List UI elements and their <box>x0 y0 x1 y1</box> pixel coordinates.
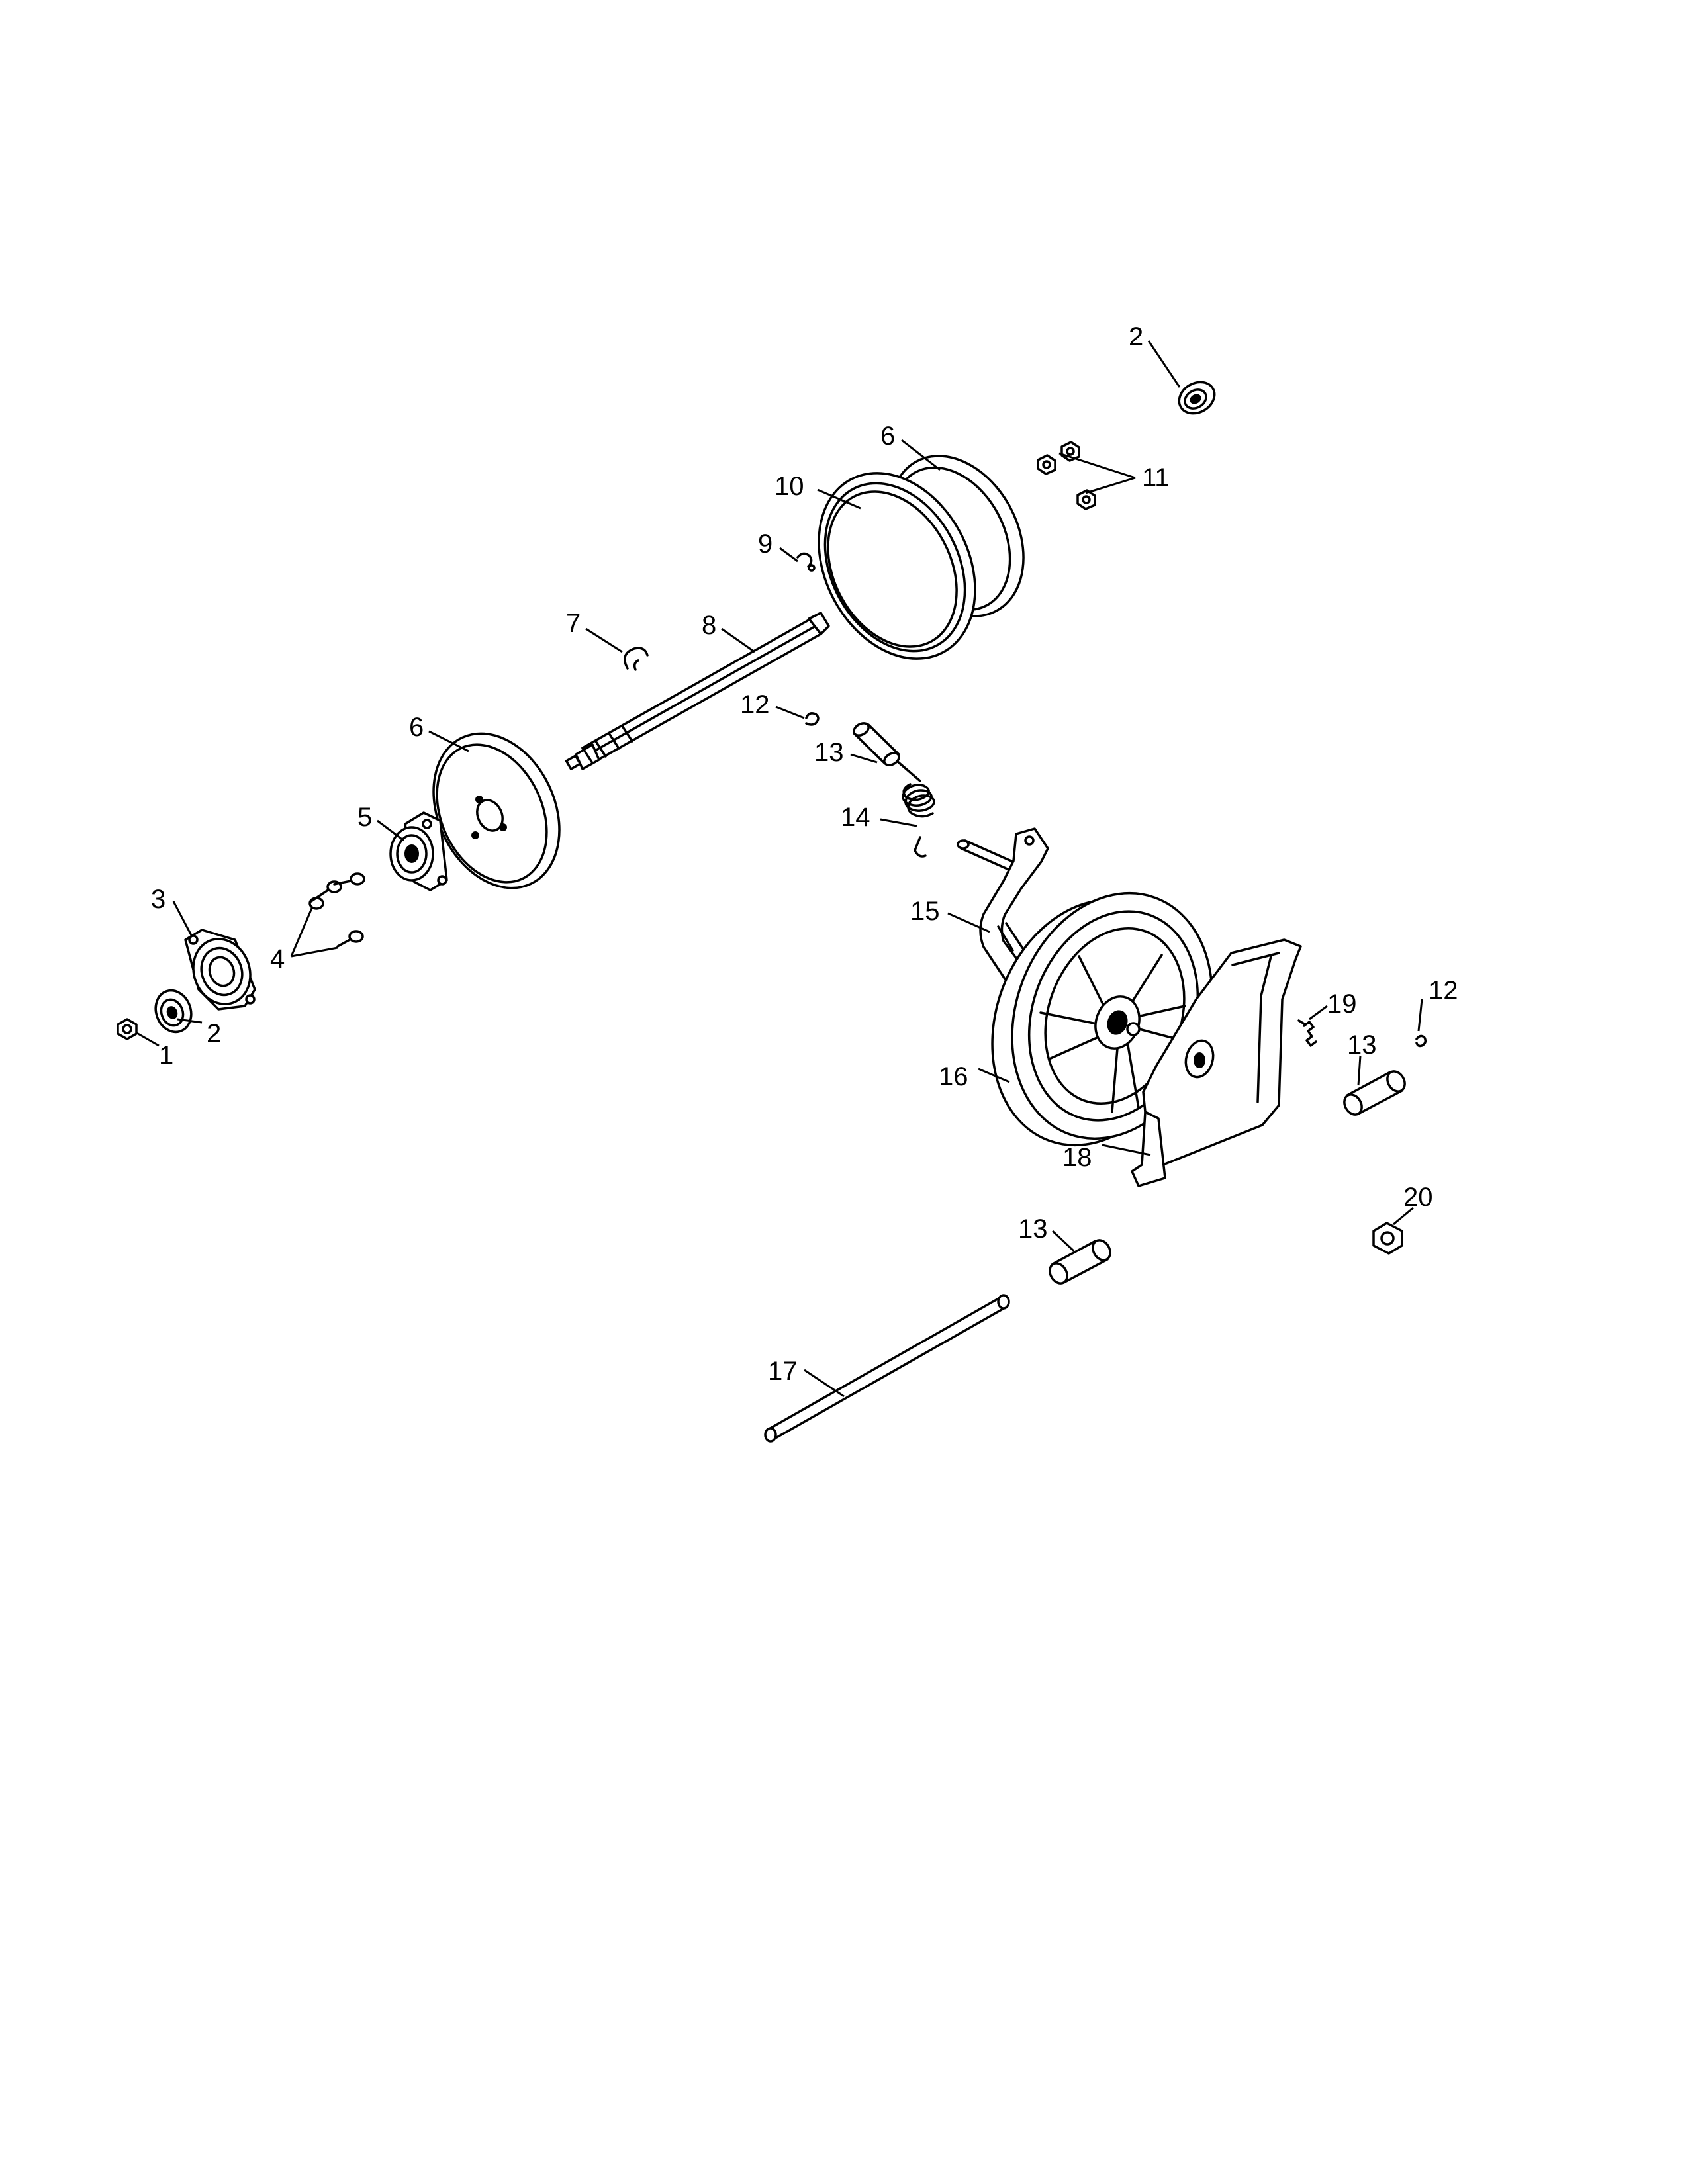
callout-2-left: 2 <box>207 1019 221 1048</box>
part-8-shaft <box>565 612 830 770</box>
part-12-clip-right <box>1415 1034 1427 1048</box>
callout-8: 8 <box>702 611 716 640</box>
callout-1: 1 <box>159 1041 173 1070</box>
callout-2-top: 2 <box>1129 322 1143 351</box>
callout-15: 15 <box>910 897 940 926</box>
leader-lines <box>135 340 1423 1398</box>
callout-7: 7 <box>566 609 581 638</box>
callout-13-mid: 13 <box>814 738 844 767</box>
part-13-roller-low <box>1049 1239 1111 1285</box>
part-6-pulley-half-mid <box>432 732 561 889</box>
part-4-screws <box>308 872 365 948</box>
part-20-nut <box>1372 1222 1403 1255</box>
part-2-bearing-top <box>1178 381 1216 415</box>
part-18-bracket <box>1131 938 1302 1187</box>
callout-11: 11 <box>1142 463 1170 492</box>
callout-12-right: 12 <box>1429 976 1458 1005</box>
callout-6-top: 6 <box>880 422 895 451</box>
callout-16: 16 <box>939 1062 968 1091</box>
part-7-e-clip <box>624 647 649 671</box>
callout-10: 10 <box>774 472 804 501</box>
part-10-belt-ring <box>818 472 976 660</box>
part-19-spring <box>1297 1019 1317 1047</box>
part-13-roller-mid <box>853 722 900 766</box>
callout-4: 4 <box>270 944 285 974</box>
part-1-nut <box>117 1018 138 1040</box>
callout-5: 5 <box>357 803 372 832</box>
part-17-rod <box>764 1294 1010 1443</box>
callout-17: 17 <box>768 1357 798 1386</box>
part-5-hub <box>389 811 448 891</box>
callout-3: 3 <box>151 885 165 914</box>
callout-6-mid: 6 <box>409 713 424 742</box>
part-11-nuts <box>1037 441 1096 510</box>
part-14-spring <box>896 760 935 858</box>
callout-labels: 2 6 10 11 9 7 8 12 6 13 5 14 3 15 4 19 1… <box>151 322 1458 1386</box>
callout-13-low: 13 <box>1018 1214 1048 1244</box>
callout-14: 14 <box>841 803 870 832</box>
callout-13-right: 13 <box>1347 1030 1377 1060</box>
callout-20: 20 <box>1403 1183 1433 1212</box>
part-12-clip-mid <box>805 712 820 726</box>
part-9-clip <box>796 552 816 572</box>
callout-18: 18 <box>1062 1143 1092 1172</box>
callout-12-mid: 12 <box>740 690 770 719</box>
callout-9: 9 <box>758 529 773 559</box>
part-3-bearing-flange <box>184 929 256 1011</box>
part-2-bearing-left <box>154 989 193 1034</box>
part-13-roller-right <box>1343 1070 1406 1116</box>
callout-19: 19 <box>1327 989 1357 1019</box>
